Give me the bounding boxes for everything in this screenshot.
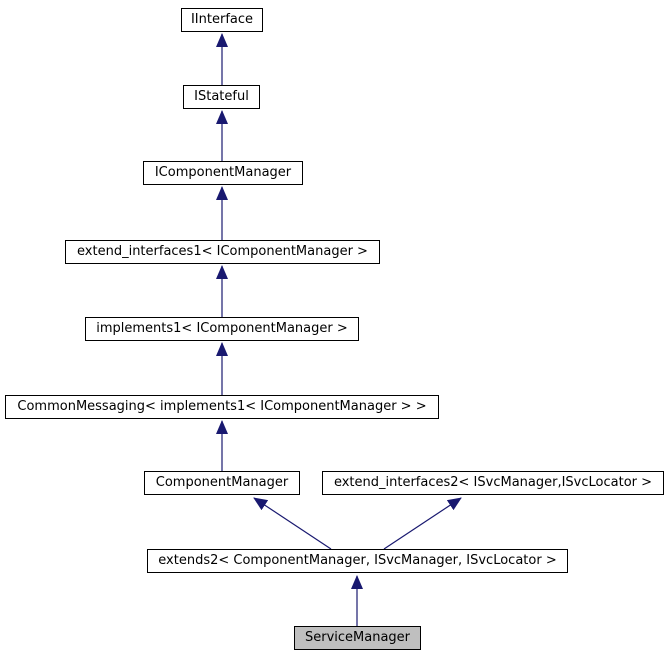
node-istateful[interactable]: IStateful (183, 85, 260, 109)
node-componentmanager[interactable]: ComponentManager (144, 471, 300, 495)
node-servicemanager: ServiceManager (294, 626, 421, 650)
edge-extends2-extend-interfaces2 (383, 497, 462, 550)
edge-extends2-componentmanager (253, 497, 332, 550)
node-extend-interfaces1[interactable]: extend_interfaces1< IComponentManager > (65, 240, 380, 264)
node-extend-interfaces2[interactable]: extend_interfaces2< ISvcManager,ISvcLoca… (322, 471, 664, 495)
node-implements1[interactable]: implements1< IComponentManager > (85, 317, 359, 341)
node-iinterface[interactable]: IInterface (181, 8, 263, 32)
node-extends2[interactable]: extends2< ComponentManager, ISvcManager,… (147, 549, 568, 573)
node-icomponentmanager[interactable]: IComponentManager (143, 161, 303, 185)
node-commonmessaging[interactable]: CommonMessaging< implements1< IComponent… (5, 395, 439, 419)
